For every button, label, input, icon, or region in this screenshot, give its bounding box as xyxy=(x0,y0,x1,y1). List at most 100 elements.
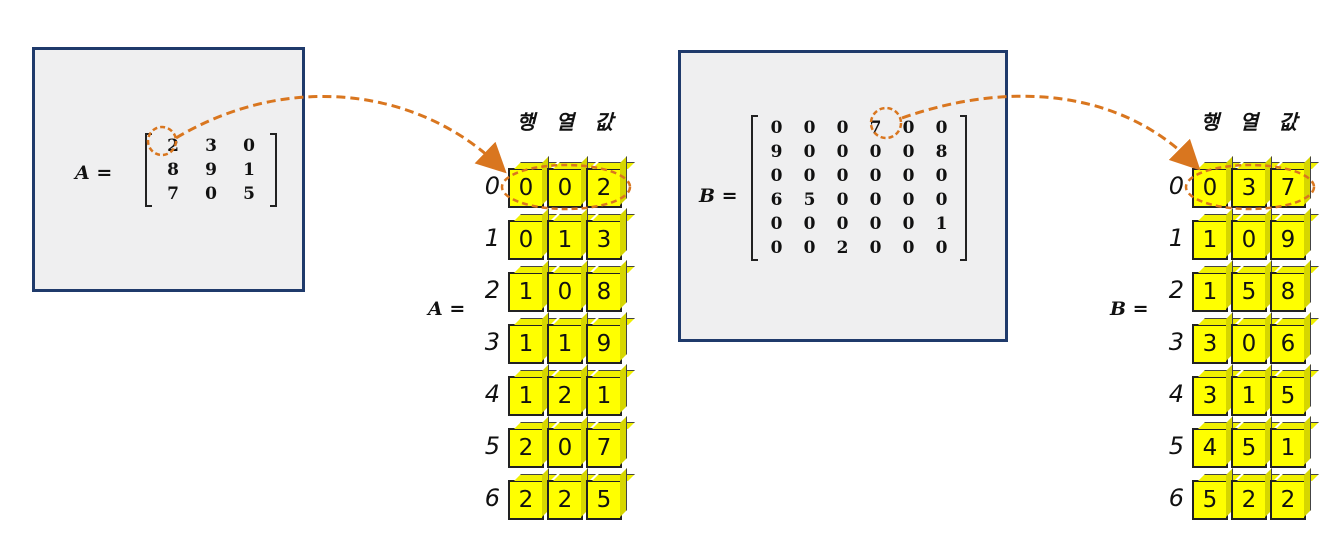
triple-cell: 1 xyxy=(547,324,583,364)
matrix-cell: 0 xyxy=(205,184,217,204)
matrix-b-label: B = xyxy=(699,185,738,207)
triple-cell: 4 xyxy=(1192,428,1228,468)
row-index: 1 xyxy=(484,224,500,252)
triple-cell: 9 xyxy=(1270,220,1306,260)
triple-cell: 2 xyxy=(586,168,622,208)
column-header: 값 xyxy=(1278,110,1298,134)
matrix-cell: 0 xyxy=(803,238,816,258)
row-index: 6 xyxy=(484,484,500,512)
triple-cell: 1 xyxy=(1192,272,1228,312)
matrix-cell: 0 xyxy=(902,190,915,210)
matrix-cell: 1 xyxy=(243,160,255,180)
triple-cell: 5 xyxy=(1270,376,1306,416)
matrix-cell: 0 xyxy=(869,166,882,186)
column-header: 열 xyxy=(555,110,575,134)
triple-cell: 3 xyxy=(1192,376,1228,416)
matrix-cell: 0 xyxy=(902,166,915,186)
triple-cell: 1 xyxy=(586,376,622,416)
row-index: 0 xyxy=(484,172,500,200)
triple-cell: 7 xyxy=(586,428,622,468)
triple-cell: 0 xyxy=(508,220,544,260)
row-index: 3 xyxy=(484,328,500,356)
triple-cell: 0 xyxy=(1231,220,1267,260)
row-index: 6 xyxy=(1168,484,1184,512)
triple-cell: 9 xyxy=(586,324,622,364)
triple-cell: 1 xyxy=(508,376,544,416)
matrix-cell: 0 xyxy=(243,136,255,156)
matrix-cell: 9 xyxy=(770,142,783,162)
matrix-cell: 8 xyxy=(167,160,179,180)
matrix-cell: 0 xyxy=(869,190,882,210)
table-a-label: A = xyxy=(428,298,466,320)
matrix-cell: 0 xyxy=(803,214,816,234)
triple-cell: 0 xyxy=(1192,168,1228,208)
bracket-cap xyxy=(751,115,758,117)
triple-cell: 0 xyxy=(547,168,583,208)
matrix-cell: 7 xyxy=(869,118,882,138)
matrix-cell: 0 xyxy=(836,190,849,210)
matrix-cell: 0 xyxy=(902,214,915,234)
triple-cell: 1 xyxy=(547,220,583,260)
bracket-cap xyxy=(145,205,152,207)
column-header: 행 xyxy=(516,110,536,134)
triple-cell: 3 xyxy=(1192,324,1228,364)
matrix-cell: 0 xyxy=(803,166,816,186)
bracket-cap xyxy=(960,259,967,261)
matrix-cell: 0 xyxy=(836,214,849,234)
triple-cell: 2 xyxy=(508,480,544,520)
triple-cell: 2 xyxy=(508,428,544,468)
bracket-cap xyxy=(960,115,967,117)
triple-cell: 1 xyxy=(1231,376,1267,416)
matrix-cell: 0 xyxy=(803,118,816,138)
triple-cell: 0 xyxy=(508,168,544,208)
matrix-cell: 2 xyxy=(167,136,179,156)
triple-cell: 0 xyxy=(1231,324,1267,364)
row-index: 4 xyxy=(484,380,500,408)
triple-cell: 2 xyxy=(547,480,583,520)
matrix-cell: 0 xyxy=(770,118,783,138)
matrix-cell: 0 xyxy=(836,118,849,138)
matrix-a-label: A = xyxy=(75,162,113,184)
matrix-cell: 0 xyxy=(902,118,915,138)
bracket-cap xyxy=(270,133,277,135)
matrix-cell: 0 xyxy=(836,166,849,186)
matrix-cell: 0 xyxy=(770,166,783,186)
matrix-cell: 3 xyxy=(205,136,217,156)
matrix-cell: 0 xyxy=(935,118,948,138)
matrix-cell: 9 xyxy=(205,160,217,180)
bracket-cap xyxy=(145,133,152,135)
matrix-cell: 0 xyxy=(869,214,882,234)
matrix-cell: 0 xyxy=(935,190,948,210)
triple-cell: 2 xyxy=(1231,480,1267,520)
matrix-cell: 7 xyxy=(167,184,179,204)
row-index: 5 xyxy=(1168,432,1184,460)
matrix-cell: 5 xyxy=(803,190,816,210)
triple-cell: 3 xyxy=(586,220,622,260)
matrix-cell: 0 xyxy=(770,238,783,258)
triple-cell: 6 xyxy=(1270,324,1306,364)
triple-cell: 1 xyxy=(1192,220,1228,260)
row-index: 3 xyxy=(1168,328,1184,356)
column-header: 열 xyxy=(1239,110,1259,134)
matrix-row: 8 9 1 xyxy=(154,158,268,182)
triple-cell: 1 xyxy=(508,324,544,364)
row-index: 1 xyxy=(1168,224,1184,252)
matrix-cell: 8 xyxy=(935,142,948,162)
matrix-cell: 0 xyxy=(869,238,882,258)
matrix-a-panel: A = 2 3 0 8 9 1 7 0 5 xyxy=(32,47,305,292)
matrix-cell: 0 xyxy=(935,166,948,186)
row-index: 4 xyxy=(1168,380,1184,408)
matrix-cell: 0 xyxy=(803,142,816,162)
matrix-cell: 5 xyxy=(243,184,255,204)
triple-cell: 2 xyxy=(1270,480,1306,520)
matrix-cell: 6 xyxy=(770,190,783,210)
triple-cell: 1 xyxy=(1270,428,1306,468)
triple-cell: 3 xyxy=(1231,168,1267,208)
matrix-cell: 0 xyxy=(836,142,849,162)
